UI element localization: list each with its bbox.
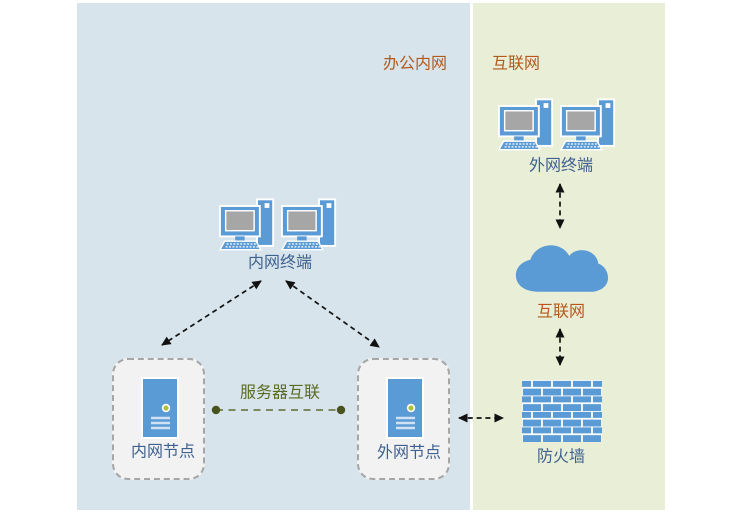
server-tower-icon — [386, 377, 424, 439]
intranet-node-box — [112, 358, 205, 480]
firewall-label: 防火墙 — [536, 446, 586, 466]
intranet-terminals-icon — [219, 197, 338, 253]
external-terminals-icon — [498, 97, 617, 153]
firewall-icon — [522, 380, 602, 442]
external-node-box — [357, 358, 450, 480]
external-node-label: 外网节点 — [376, 442, 442, 462]
internet-zone-label: 互联网 — [491, 53, 541, 73]
desktop-computer-icon — [219, 198, 275, 251]
intranet-node-label: 内网节点 — [130, 441, 196, 461]
server-interlink-label: 服务器互联 — [239, 382, 321, 402]
server-tower-icon — [141, 377, 179, 439]
intranet-zone-label: 办公内网 — [382, 53, 448, 73]
cloud-icon — [515, 245, 609, 292]
internet-cloud-label: 互联网 — [536, 301, 586, 321]
desktop-computer-icon — [560, 98, 616, 151]
external-terminal-label: 外网终端 — [528, 155, 594, 175]
desktop-computer-icon — [498, 98, 554, 151]
desktop-computer-icon — [281, 198, 337, 251]
intranet-terminal-label: 内网终端 — [247, 252, 313, 272]
